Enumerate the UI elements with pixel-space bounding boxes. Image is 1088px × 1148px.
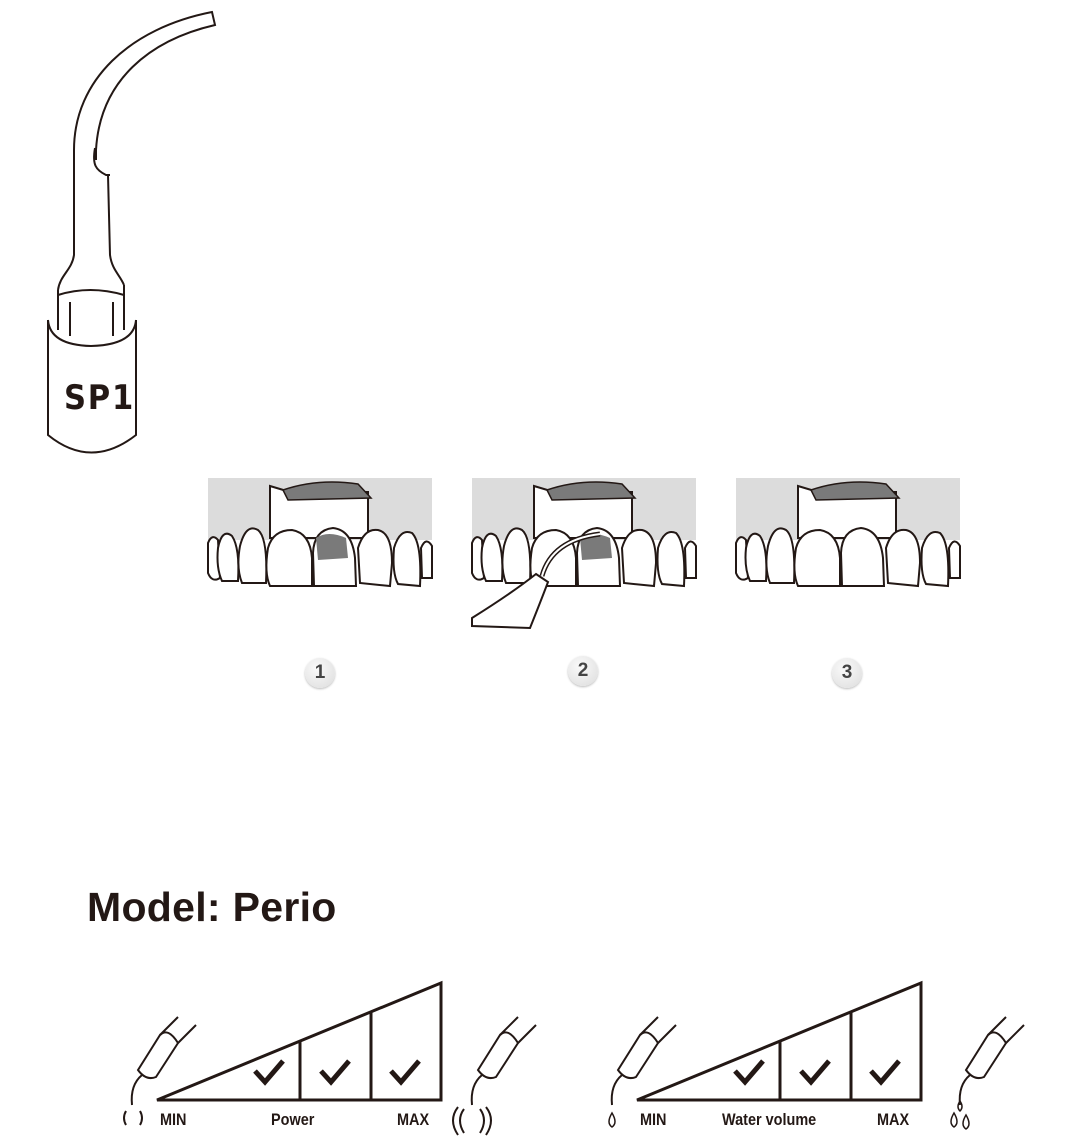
handpiece-high-vibration-icon bbox=[452, 1016, 537, 1136]
step-3-illustration bbox=[735, 477, 961, 587]
step-1-illustration bbox=[207, 477, 433, 587]
step-number-1: 1 bbox=[305, 658, 335, 688]
water-max-label: MAX bbox=[877, 1110, 910, 1129]
step-number-2: 2 bbox=[568, 656, 598, 686]
handpiece-low-vibration-icon bbox=[123, 1016, 197, 1126]
handpiece-low-water-icon bbox=[608, 1016, 677, 1128]
power-scale bbox=[157, 983, 441, 1101]
water-volume-scale bbox=[637, 983, 921, 1101]
tip-model-label: SP1 bbox=[63, 378, 136, 418]
power-min-label: MIN bbox=[160, 1110, 187, 1129]
power-max-label: MAX bbox=[397, 1110, 430, 1129]
water-min-label: MIN bbox=[640, 1110, 667, 1129]
power-label: Power bbox=[271, 1110, 315, 1129]
water-volume-label: Water volume bbox=[722, 1110, 817, 1129]
handpiece-high-water-icon bbox=[950, 1016, 1025, 1130]
step-2-illustration bbox=[471, 477, 697, 630]
model-title: Model: Perio bbox=[87, 884, 337, 930]
sp1-tip-illustration bbox=[47, 10, 217, 454]
step-number-3: 3 bbox=[832, 658, 862, 688]
